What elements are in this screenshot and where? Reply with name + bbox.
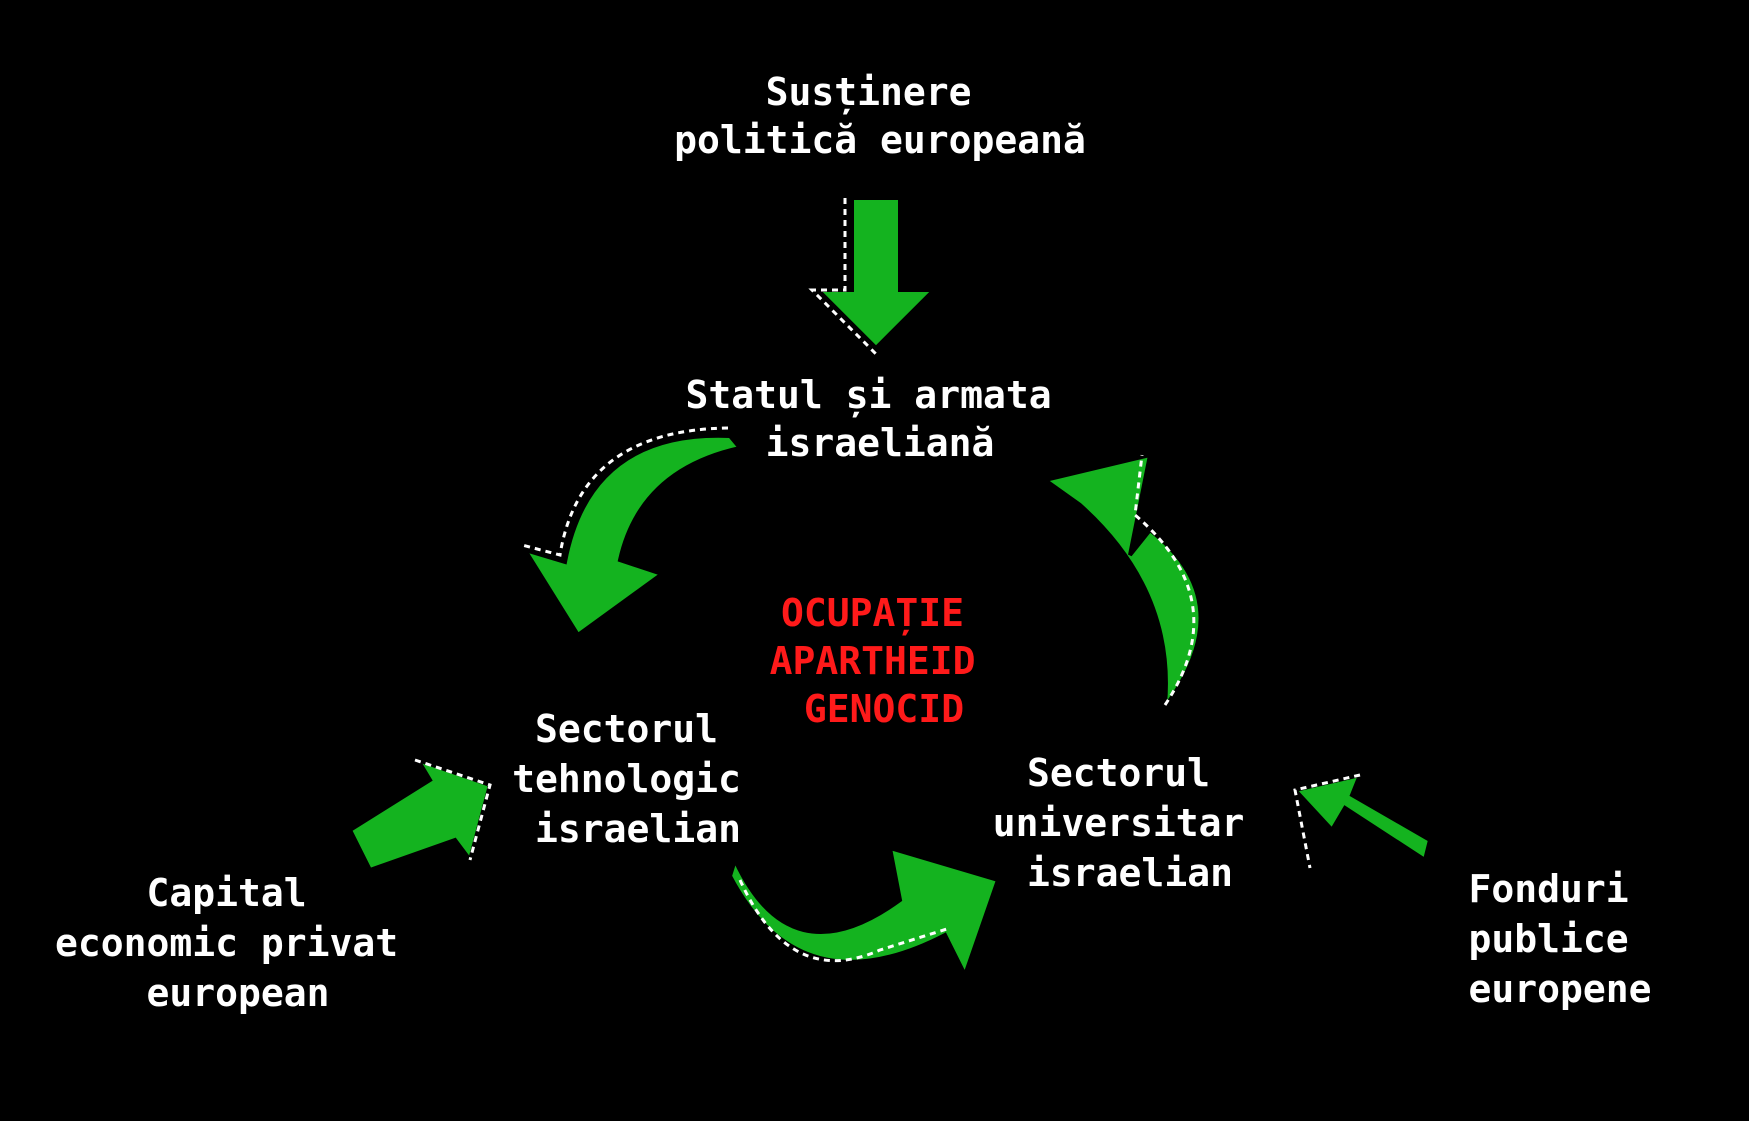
node-israeli-tech-sector: Sectorul tehnologic israelian: [512, 707, 764, 851]
curved-arrow-icon: [1040, 452, 1203, 711]
node-line: europene: [1468, 967, 1651, 1011]
node-line: tehnologic: [512, 757, 741, 801]
arrow-outline: [738, 879, 951, 963]
center-line: OCUPAȚIE: [781, 591, 964, 635]
node-line: universitar: [993, 801, 1245, 845]
node-line: Fonduri: [1468, 867, 1628, 911]
arrow-university-to-state: [1040, 452, 1203, 711]
node-israeli-university-sector: Sectorul universitar israelian: [993, 751, 1268, 895]
node-line: Sectorul: [1027, 751, 1210, 795]
node-israeli-state-army: Statul și armata israeliană: [686, 373, 1075, 465]
center-label: OCUPAȚIE APARTHEID GENOCID: [770, 591, 999, 731]
straight-arrow-icon: [347, 756, 493, 873]
arrow-outline: [1133, 454, 1196, 706]
arrow-outline: [521, 426, 729, 557]
node-line: politică europeană: [674, 118, 1086, 162]
node-line: israelian: [535, 807, 741, 851]
arrow-capital-to-tech-sector: [347, 756, 493, 873]
arrow-state-to-tech-sector: [520, 426, 744, 638]
arrow-outline: [808, 198, 878, 356]
arrow-outline: [1293, 773, 1361, 869]
node-line: israeliană: [766, 421, 995, 465]
node-line: economic privat: [55, 921, 398, 965]
node-line: Capital: [146, 871, 306, 915]
node-line: european: [146, 971, 329, 1015]
node-line: publice: [1468, 917, 1628, 961]
node-european-political-support: Susținere politică europeană: [674, 70, 1086, 162]
center-line: APARTHEID: [770, 639, 976, 683]
center-line: GENOCID: [804, 687, 964, 731]
arrow-public-funds-to-university: [1291, 772, 1433, 869]
node-european-private-capital: Capital economic privat european: [55, 871, 421, 1015]
node-line: Sectorul: [535, 707, 718, 751]
arrow-outline: [414, 758, 492, 861]
node-line: israelian: [1027, 851, 1233, 895]
node-line: Susținere: [766, 70, 972, 114]
arrow-political-support-to-state: [808, 196, 939, 356]
arrow-tech-to-university-sector: [727, 845, 1001, 981]
node-european-public-funds: Fonduri publice europene: [1468, 867, 1651, 1011]
node-line: Statul și armata: [686, 373, 1052, 417]
curved-arrow-icon: [520, 433, 744, 638]
